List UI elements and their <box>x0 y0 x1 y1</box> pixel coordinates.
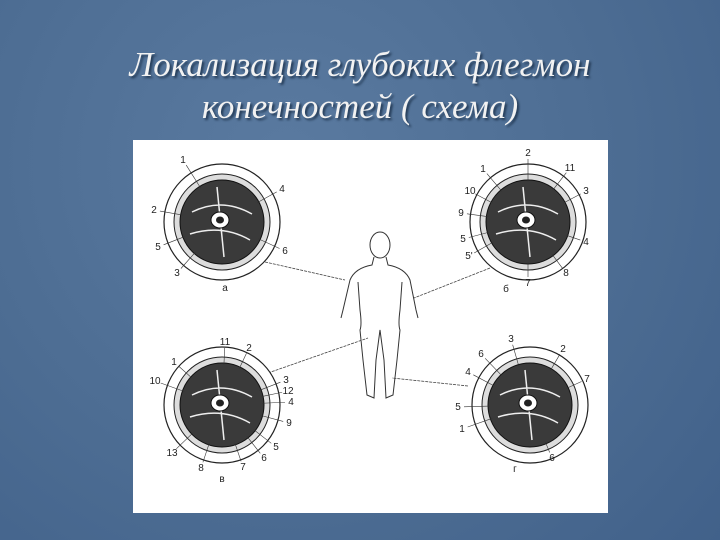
label-leader-line <box>261 401 286 404</box>
structure-label: 2 <box>525 148 531 159</box>
structure-label: 5 <box>455 402 461 413</box>
structure-label: 9 <box>286 418 292 429</box>
structure-label: 9 <box>458 208 464 219</box>
structure-label: 1 <box>180 155 186 166</box>
label-leader-line <box>180 251 196 269</box>
structure-label: 4 <box>465 367 471 378</box>
structure-label: 6 <box>261 453 267 464</box>
label-leader-line <box>466 213 489 217</box>
structure-label: 11 <box>565 163 576 174</box>
bone-marrow <box>522 216 530 224</box>
bone-marrow <box>524 399 532 407</box>
title-line-1: Локализация глубоких флегмон <box>129 45 591 84</box>
structure-label: 1 <box>171 357 177 368</box>
structure-label: 3 <box>283 375 289 386</box>
cross-section-panel: 3 6 2 4 7 5 1 6 г <box>455 334 590 475</box>
structure-label: 5' <box>465 251 473 262</box>
label-leader-line <box>246 436 261 454</box>
label-leader-line <box>178 365 193 379</box>
label-leader-line <box>259 381 281 391</box>
label-leader-line <box>261 391 283 397</box>
label-leader-line <box>160 382 185 392</box>
panel-caption: в <box>219 474 224 485</box>
label-leader-line <box>185 164 201 189</box>
label-leader-line <box>176 432 194 450</box>
panel-caption: г <box>513 464 517 475</box>
structure-label: 5 <box>460 234 466 245</box>
bone-marrow <box>216 216 224 224</box>
bone-marrow <box>216 399 224 407</box>
label-leader-line <box>463 405 491 408</box>
structure-label: 6 <box>282 246 288 257</box>
human-figure <box>340 231 419 399</box>
label-leader-line <box>163 236 185 246</box>
structure-label: 11 <box>220 337 231 348</box>
label-leader-line <box>486 173 503 192</box>
structure-label: 7 <box>584 374 590 385</box>
structure-label: 13 <box>166 448 178 459</box>
panel-caption: б <box>503 283 509 295</box>
structure-label: 1 <box>459 424 465 435</box>
pointer-line <box>391 377 469 387</box>
label-leader-line <box>467 418 493 428</box>
structure-label: 2 <box>560 344 566 355</box>
panel-caption: а <box>222 283 228 294</box>
label-leader-line <box>475 193 493 204</box>
cross-section-panel: 1 4 2 5 6 3 а <box>151 155 288 294</box>
structure-label: 10 <box>149 376 161 387</box>
structure-label: 4 <box>288 397 294 408</box>
structure-label: 6 <box>549 453 555 464</box>
structure-label: 1 <box>480 164 486 175</box>
structure-label: 8 <box>198 463 204 474</box>
label-leader-line <box>256 191 277 203</box>
label-leader-line <box>253 429 272 444</box>
label-leader-line <box>565 234 581 241</box>
structure-label: 5 <box>155 242 161 253</box>
label-leader-line <box>474 241 494 254</box>
label-leader-line <box>258 238 280 249</box>
structure-label: 5 <box>273 442 279 453</box>
label-leader-line <box>551 253 563 269</box>
structure-label: 3 <box>583 186 589 197</box>
structure-label: 4 <box>583 237 589 248</box>
structure-label: 4 <box>279 184 285 195</box>
label-leader-line <box>484 358 503 377</box>
structure-label: 7 <box>525 278 531 289</box>
label-leader-line <box>563 193 581 204</box>
label-leader-line <box>260 415 284 422</box>
label-leader-line <box>468 231 490 238</box>
slide-title: Локализация глубоких флегмон конечностей… <box>0 44 720 128</box>
structure-label: 2 <box>151 205 157 216</box>
label-leader-line <box>223 347 226 366</box>
structure-label: 6 <box>478 349 484 360</box>
label-leader-line <box>473 374 495 387</box>
structure-label: 7 <box>240 462 246 473</box>
structure-label: 2 <box>246 343 252 354</box>
structure-label: 10 <box>464 186 476 197</box>
label-leader-line <box>512 344 520 367</box>
structure-label: 8 <box>563 268 569 279</box>
label-leader-line <box>238 353 247 369</box>
pointer-line <box>413 267 491 299</box>
label-leader-line <box>566 381 582 389</box>
label-leader-line <box>202 442 210 463</box>
title-line-2: конечностей ( схема) <box>201 87 519 126</box>
label-leader-line <box>234 442 242 462</box>
structure-label: 12 <box>282 386 294 397</box>
label-leader-line <box>552 172 567 191</box>
label-leader-line <box>159 210 183 216</box>
label-leader-line <box>550 354 561 371</box>
structure-label: 3 <box>508 334 514 345</box>
label-leader-line <box>545 441 550 453</box>
structure-label: 3 <box>174 268 180 279</box>
pointer-line <box>267 337 369 374</box>
pointer-line <box>264 261 346 281</box>
